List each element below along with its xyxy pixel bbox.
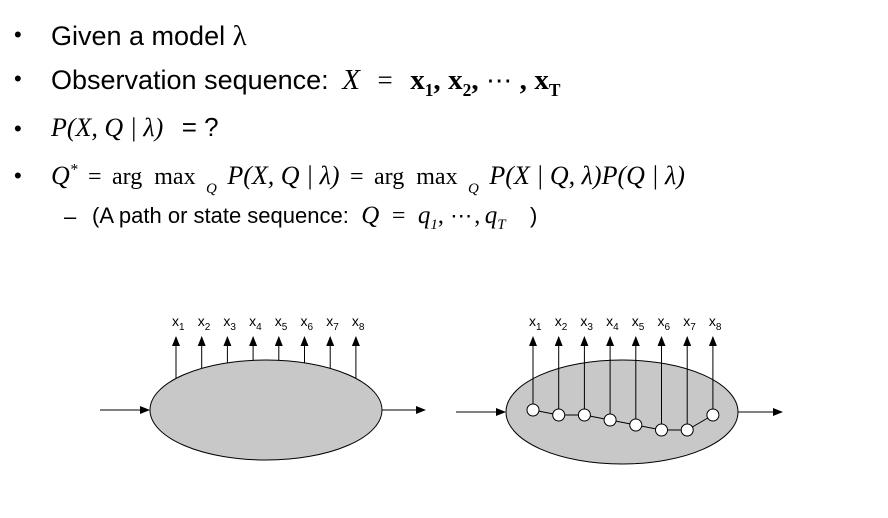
observation-label: x7 (683, 313, 696, 333)
observation-label-subscript: 7 (333, 322, 339, 333)
subscript-T: T (497, 217, 506, 233)
lambda-symbol: λ (232, 20, 247, 52)
observation-label-subscript: 6 (665, 322, 671, 333)
model-ellipse (149, 359, 383, 461)
comma: , (433, 64, 441, 96)
joint-probability-expr: P(X, Q | λ) (51, 113, 164, 142)
hmm-model-black-box: x1 x2 x3 x4 x5 x6 x7 x8 (100, 313, 426, 461)
observation-label-subscript: 2 (205, 322, 211, 333)
argmax-sub-q-2: Q (468, 181, 479, 197)
observation-label-subscript: 6 (308, 322, 314, 333)
q1-term: q1 (417, 202, 438, 233)
observation-label: x8 (352, 313, 365, 333)
argmax-line: Q* = arg max Q P(X, Q | λ) = arg max Q P… (51, 161, 685, 197)
q-symbol: Q (361, 202, 380, 229)
x2-term: x2 (448, 64, 471, 100)
comma: , (474, 203, 481, 229)
state-node (680, 423, 694, 437)
observation-label: x1 (172, 313, 185, 333)
x-base: x (410, 64, 425, 96)
x1-term: x1 (410, 64, 433, 100)
state-node (526, 403, 540, 417)
state-sequence-line: (A path or state sequence: Q = q1, ⋯, qT… (92, 202, 537, 234)
observation-label: x2 (198, 313, 211, 333)
x-symbol: X (342, 64, 360, 96)
x-base: x (534, 64, 549, 96)
observation-label-subscript: 2 (562, 322, 568, 333)
argmax-sub-q: Q (206, 181, 217, 197)
observation-label-subscript: 3 (587, 322, 593, 333)
bullet-point: • (14, 116, 22, 141)
observation-label-subscript: 3 (230, 322, 236, 333)
bullet-point: • (14, 22, 22, 47)
observation-label-subscript: 5 (639, 322, 645, 333)
bullet-point: • (14, 66, 22, 91)
observation-label: x6 (658, 313, 671, 333)
equals-sign: = (377, 65, 393, 95)
state-node (552, 408, 566, 422)
subscript-1: 1 (424, 79, 434, 100)
observation-label: x6 (301, 313, 314, 333)
qT-term: qT (484, 202, 506, 233)
xT-term: xT (534, 64, 560, 100)
q-base: q (484, 202, 498, 229)
observation-label: x7 (326, 313, 339, 333)
state-node (655, 423, 668, 437)
observation-label-subscript: 1 (536, 322, 542, 333)
observation-label: x4 (606, 313, 619, 333)
comma: , (437, 203, 444, 229)
state-node (706, 408, 720, 422)
state-node (603, 413, 617, 427)
q-symbol: Q (51, 161, 70, 190)
factored-probability: P(X | Q, λ)P(Q | λ) (489, 161, 685, 190)
equals-sign-2: = (350, 164, 364, 190)
q-star: Q* (51, 161, 78, 190)
observation-sequence-line: Observation sequence: X = x1, x2, ⋯ , xT (51, 64, 561, 101)
subscript-2: 2 (462, 79, 472, 100)
ellipsis: ⋯ (486, 66, 513, 95)
observation-label: x5 (632, 313, 645, 333)
close-paren: ) (530, 203, 538, 228)
comma: , (519, 64, 527, 96)
observation-label: x3 (223, 313, 236, 333)
observation-sequence-label: Observation sequence: (51, 65, 329, 95)
joint-probability-line: P(X, Q | λ) = ? (51, 112, 219, 143)
hmm-model-state-path: x1 x2 x3 x4 x5 x6 x7 x8 (456, 313, 783, 465)
equals-sign: = (88, 164, 102, 190)
q-base: q (417, 202, 431, 229)
observation-label: x4 (249, 313, 262, 333)
observation-label: x2 (555, 313, 568, 333)
subscript-T: T (548, 79, 561, 100)
given-model-text: Given a model (51, 21, 226, 51)
observation-label: x3 (580, 313, 593, 333)
joint-probability: P(X, Q | λ) (227, 161, 340, 190)
comma: , (471, 64, 479, 96)
bullet-point: • (14, 163, 22, 188)
observation-label: x1 (529, 313, 542, 333)
observation-label: x5 (275, 313, 288, 333)
state-node (629, 418, 643, 432)
state-sequence-label: (A path or state sequence: (92, 203, 349, 228)
argmax-2: arg max (374, 164, 458, 190)
observation-label-subscript: 8 (359, 322, 365, 333)
observation-label-subscript: 4 (256, 322, 262, 333)
x-base: x (448, 64, 463, 96)
bullet-text: Given a model λ (51, 20, 247, 53)
observation-label-subscript: 5 (282, 322, 288, 333)
observation-label-subscript: 4 (613, 322, 619, 333)
observation-label-subscript: 1 (179, 322, 185, 333)
sub-bullet-dash: – (64, 204, 77, 229)
equals-sign: = (391, 203, 406, 229)
state-node (577, 408, 591, 422)
equals-question: = ? (181, 112, 219, 142)
observation-label-subscript: 8 (716, 322, 722, 333)
subscript-1: 1 (430, 217, 438, 233)
ellipsis: ⋯ (450, 203, 473, 228)
observation-label-subscript: 7 (690, 322, 696, 333)
star-superscript: * (69, 161, 78, 179)
argmax-1: arg max (112, 164, 196, 190)
observation-label: x8 (709, 313, 722, 333)
